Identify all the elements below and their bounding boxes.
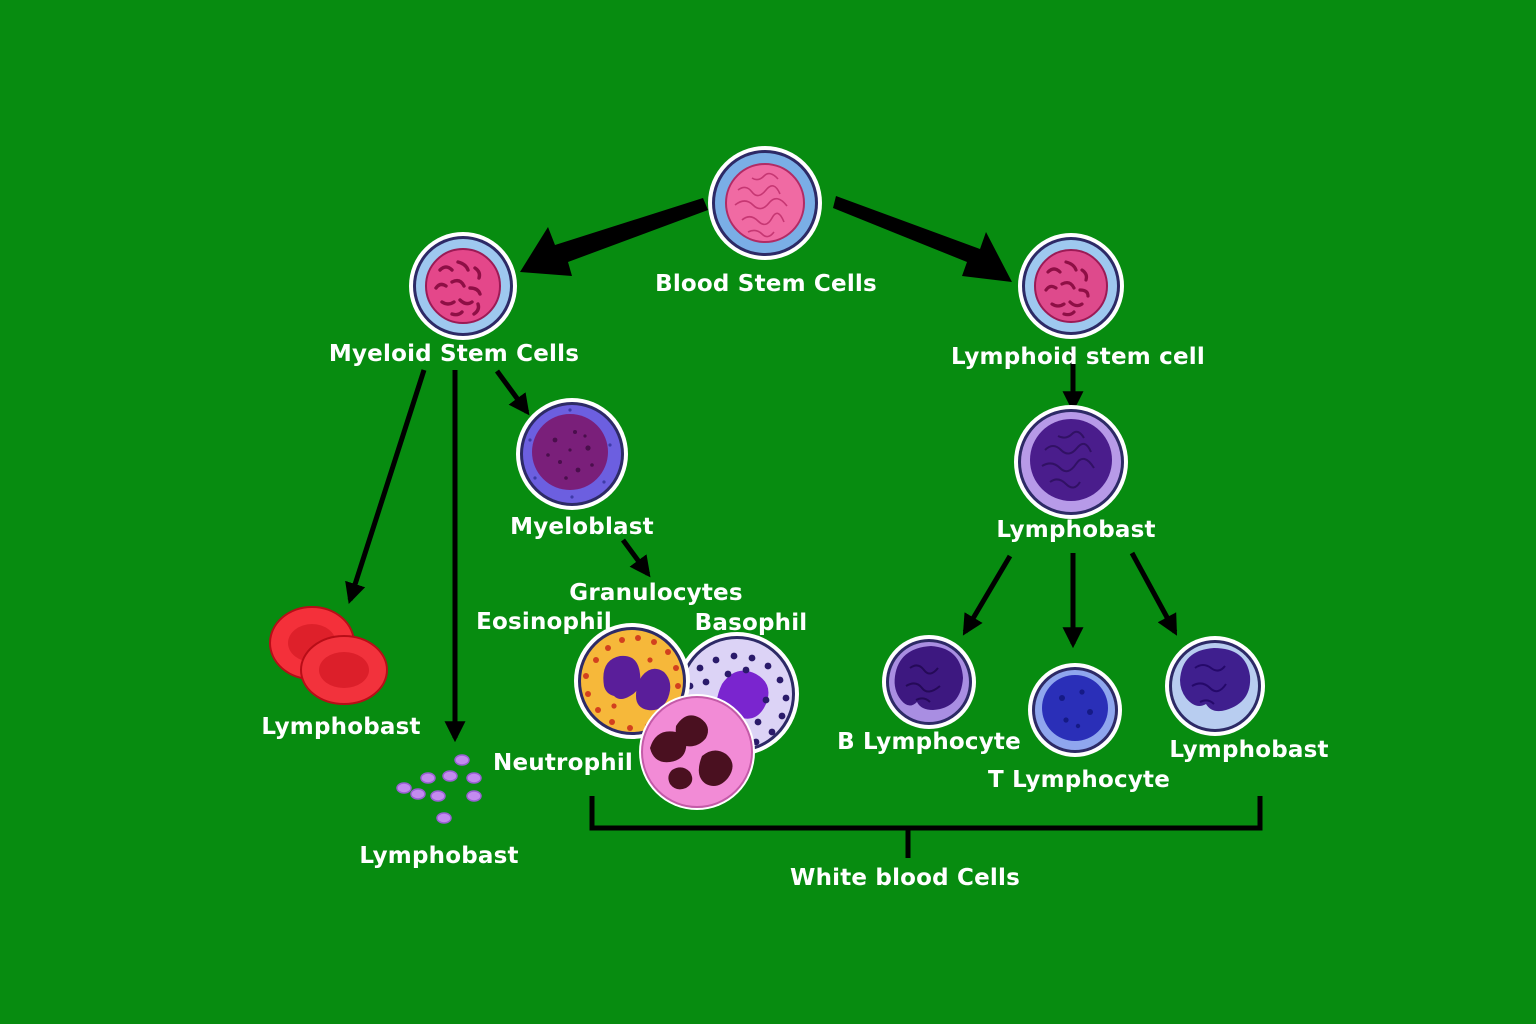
label-red-cells: Lymphobast <box>261 714 421 740</box>
label-eosinophil: Eosinophil <box>476 609 612 635</box>
label-b-lymphocyte: B Lymphocyte <box>837 729 1021 755</box>
red-blood-cells-icon <box>269 606 388 705</box>
neutrophil-icon <box>639 694 755 810</box>
blood-stem-cell-icon <box>708 146 822 260</box>
label-myeloblast: Myeloblast <box>510 514 654 540</box>
lymphoblast-icon <box>1014 405 1128 519</box>
arrow-myeloid-to-rbc <box>345 369 427 604</box>
label-lymphoblast-right: Lymphobast <box>1169 737 1329 763</box>
label-white-blood-cells: White blood Cells <box>790 865 1020 891</box>
label-lymphoblast: Lymphobast <box>996 517 1156 543</box>
b-lymphocyte-icon <box>882 635 976 729</box>
label-neutrophil: Neutrophil <box>493 750 633 776</box>
platelets-icon <box>396 754 482 824</box>
label-t-lymphocyte: T Lymphocyte <box>987 767 1171 793</box>
label-blood-stem-cells: Blood Stem Cells <box>655 271 877 297</box>
label-lymphoid-stem-cell: Lymphoid stem cell <box>951 344 1205 370</box>
label-myeloid-stem-cells: Myeloid Stem Cells <box>328 341 580 367</box>
lymphoid-stem-cell-icon <box>1018 233 1124 339</box>
myeloid-stem-cell-icon <box>409 232 517 340</box>
label-platelets: Lymphobast <box>359 843 519 869</box>
arrow-to-myeloid <box>520 198 708 276</box>
arrow-myeloid-to-myeloblast <box>494 369 530 416</box>
white-blood-cells-bracket <box>589 796 1263 858</box>
label-basophil: Basophil <box>694 610 808 636</box>
lymphoblast-right-icon <box>1165 636 1265 736</box>
arrow-to-lymphoid <box>833 196 1012 282</box>
arrow-lymphoblast-to-b <box>962 554 1013 636</box>
label-granulocytes: Granulocytes <box>569 580 743 606</box>
arrow-myeloblast-to-granulocytes <box>620 538 651 578</box>
myeloblast-icon <box>516 398 628 510</box>
t-lymphocyte-icon <box>1028 663 1122 757</box>
arrow-lymphoblast-to-right <box>1129 551 1178 636</box>
